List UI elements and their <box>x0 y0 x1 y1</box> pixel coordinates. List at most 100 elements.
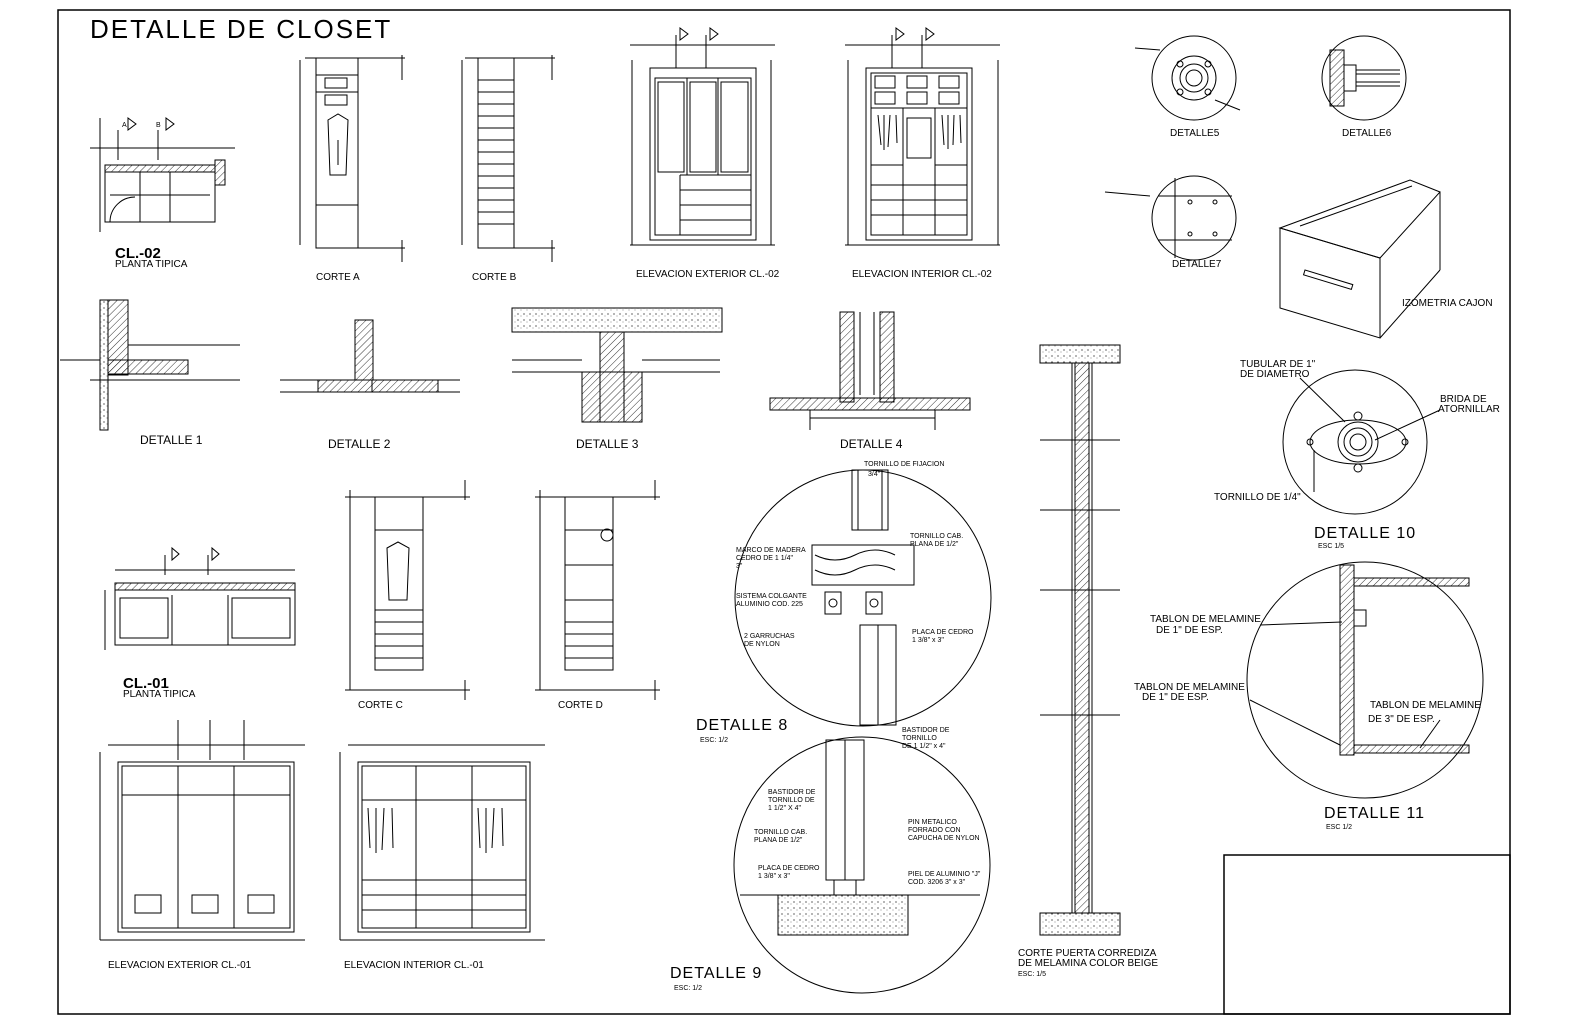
izometria-drawing <box>1278 179 1441 339</box>
detalle10-scale: ESC 1/5 <box>1318 543 1344 550</box>
d9-note-bastidor-1: BASTIDOR DE <box>768 789 816 796</box>
detalle9-label: DETALLE 9 <box>670 965 762 982</box>
d9-note-placa-2: 1 3/8" x 3" <box>758 873 790 880</box>
svg-text:A: A <box>122 122 127 129</box>
d8-note-garruchas-2: DE NYLON <box>744 641 780 648</box>
detalle2-label: DETALLE 2 <box>328 437 391 451</box>
sheet-border <box>57 9 1511 1015</box>
d8-note-tornillo-fijacion: TORNILLO DE FIJACION <box>864 461 944 468</box>
elev-ext-01-drawing <box>99 720 305 941</box>
d9-note-pin-3: CAPUCHA DE NYLON <box>908 835 980 842</box>
detalle1-label: DETALLE 1 <box>140 433 203 447</box>
elev-int-02-drawing <box>845 27 1000 246</box>
corte-puerta-scale: ESC: 1/5 <box>1018 971 1046 978</box>
detalle11-scale: ESC 1/2 <box>1326 824 1352 831</box>
d11-note-tablon1-1: TABLON DE MELAMINE <box>1150 614 1261 625</box>
d9-note-piel-1: PIEL DE ALUMINIO "J" <box>908 871 981 878</box>
d8-note-sistema-2: ALUMINIO COD. 225 <box>736 601 803 608</box>
detalle1-drawing <box>60 299 240 431</box>
d11-note-tablon2-2: DE 1" DE ESP. <box>1142 692 1209 703</box>
detalle6-drawing <box>1321 35 1407 121</box>
d8-note-tornillo-fijacion-2: 3/4" <box>868 471 881 478</box>
d11-note-tablon3-1: TABLON DE MELAMINE <box>1370 700 1481 711</box>
corte-c-label: CORTE C <box>358 700 403 711</box>
detalle5-drawing <box>1134 35 1241 121</box>
corte-b-drawing <box>461 55 555 262</box>
elev-ext-01-label: ELEVACION EXTERIOR CL.-01 <box>108 960 252 971</box>
svg-text:B: B <box>156 122 161 129</box>
planta-cl02: A B <box>90 117 235 232</box>
detalle8-label: DETALLE 8 <box>696 717 788 734</box>
d9-note-pin-2: FORRADO CON <box>908 827 961 834</box>
d10-note-tubular-1: TUBULAR DE 1" <box>1240 359 1316 370</box>
detalle11-drawing <box>1246 561 1484 799</box>
d10-note-tornillo: TORNILLO DE 1/4" <box>1214 492 1301 503</box>
d8-note-tornillo-cab-1: TORNILLO CAB. <box>910 533 963 540</box>
d9-note-bastidor-2: TORNILLO DE <box>768 797 815 804</box>
detalle3-drawing <box>511 307 723 423</box>
d8-note-placa-2: 1 3/8" x 3" <box>912 637 944 644</box>
d8-note-bastidor-2: TORNILLO <box>902 735 937 742</box>
elev-ext-02-drawing <box>630 27 775 246</box>
d8-note-marco-1: MARCO DE MADERA <box>736 547 806 554</box>
detalle7-drawing <box>1104 175 1237 261</box>
planta-cl01-drawing <box>104 546 296 650</box>
d8-note-bastidor-1: BASTIDOR DE <box>902 727 950 734</box>
detalle3-label: DETALLE 3 <box>576 437 639 451</box>
d9-note-pin-1: PIN METALICO <box>908 819 957 826</box>
cl02-code: CL.-02 <box>115 245 161 262</box>
d8-note-marco-2: CEDRO DE 1 1/4" <box>736 555 793 562</box>
detalle10-label: DETALLE 10 <box>1314 525 1416 542</box>
d9-note-tornillo-1: TORNILLO CAB. <box>754 829 807 836</box>
detalle7-label: DETALLE7 <box>1172 259 1222 270</box>
d10-note-tubular-2: DE DIAMETRO <box>1240 369 1310 380</box>
elev-int-01-label: ELEVACION INTERIOR CL.-01 <box>344 960 484 971</box>
d8-note-marco-3: 3" <box>736 563 743 570</box>
detalle8-scale: ESC: 1/2 <box>700 737 728 744</box>
d9-note-placa-1: PLACA DE CEDRO <box>758 865 820 872</box>
sheet-title: DETALLE DE CLOSET <box>90 14 392 44</box>
detalle4-label: DETALLE 4 <box>840 437 903 451</box>
d9-note-piel-2: COD. 3206 3" x 3" <box>908 879 966 886</box>
d10-note-brida-2: ATORNILLAR <box>1438 404 1500 415</box>
cl01-code: CL.-01 <box>123 675 169 692</box>
d8-note-garruchas-1: 2 GARRUCHAS <box>744 633 795 640</box>
detalle10-drawing <box>1282 369 1441 515</box>
detalle5-label: DETALLE5 <box>1170 128 1220 139</box>
elev-int-01-drawing <box>339 744 545 941</box>
d8-note-tornillo-cab-2: PLANA DE 1/2" <box>910 541 959 548</box>
detalle11-label: DETALLE 11 <box>1324 805 1425 822</box>
d8-note-bastidor-3: DE 1 1/2" x 4" <box>902 743 946 750</box>
title-block <box>1223 854 1511 1015</box>
detalle8-drawing <box>734 469 992 727</box>
d11-note-tablon3-2: DE 3" DE ESP. <box>1368 714 1435 725</box>
detalle9-drawing <box>733 736 991 994</box>
corte-puerta-label-2: DE MELAMINA COLOR BEIGE <box>1018 958 1158 969</box>
izometria-label: IZOMETRIA CAJON <box>1402 298 1493 309</box>
corte-d-drawing <box>535 480 660 700</box>
corte-b-label: CORTE B <box>472 272 517 283</box>
cl02-name: PLANTA TIPICA <box>115 259 188 270</box>
detalle9-scale: ESC: 1/2 <box>674 985 702 992</box>
corte-a-drawing <box>299 55 405 262</box>
d9-note-bastidor-3: 1 1/2" X 4" <box>768 805 802 812</box>
detalle6-label: DETALLE6 <box>1342 128 1392 139</box>
detalle2-drawing <box>280 319 460 393</box>
corte-puerta-label-1: CORTE PUERTA CORREDIZA <box>1018 948 1157 959</box>
d9-note-tornillo-2: PLANA DE 1/2" <box>754 837 803 844</box>
cl01-name: PLANTA TIPICA <box>123 689 196 700</box>
corte-c-drawing <box>345 480 470 700</box>
corte-a-label: CORTE A <box>316 272 360 283</box>
d8-note-sistema-1: SISTEMA COLGANTE <box>736 593 807 600</box>
detalle4-drawing <box>769 311 971 430</box>
corte-puerta-drawing <box>1039 344 1121 936</box>
d10-note-brida-1: BRIDA DE <box>1440 394 1487 405</box>
corte-d-label: CORTE D <box>558 700 603 711</box>
elev-ext-02-label: ELEVACION EXTERIOR CL.-02 <box>636 269 780 280</box>
elev-int-02-label: ELEVACION INTERIOR CL.-02 <box>852 269 992 280</box>
d8-note-placa-1: PLACA DE CEDRO <box>912 629 974 636</box>
d11-note-tablon1-2: DE 1" DE ESP. <box>1156 625 1223 636</box>
d11-note-tablon2-1: TABLON DE MELAMINE <box>1134 682 1245 693</box>
